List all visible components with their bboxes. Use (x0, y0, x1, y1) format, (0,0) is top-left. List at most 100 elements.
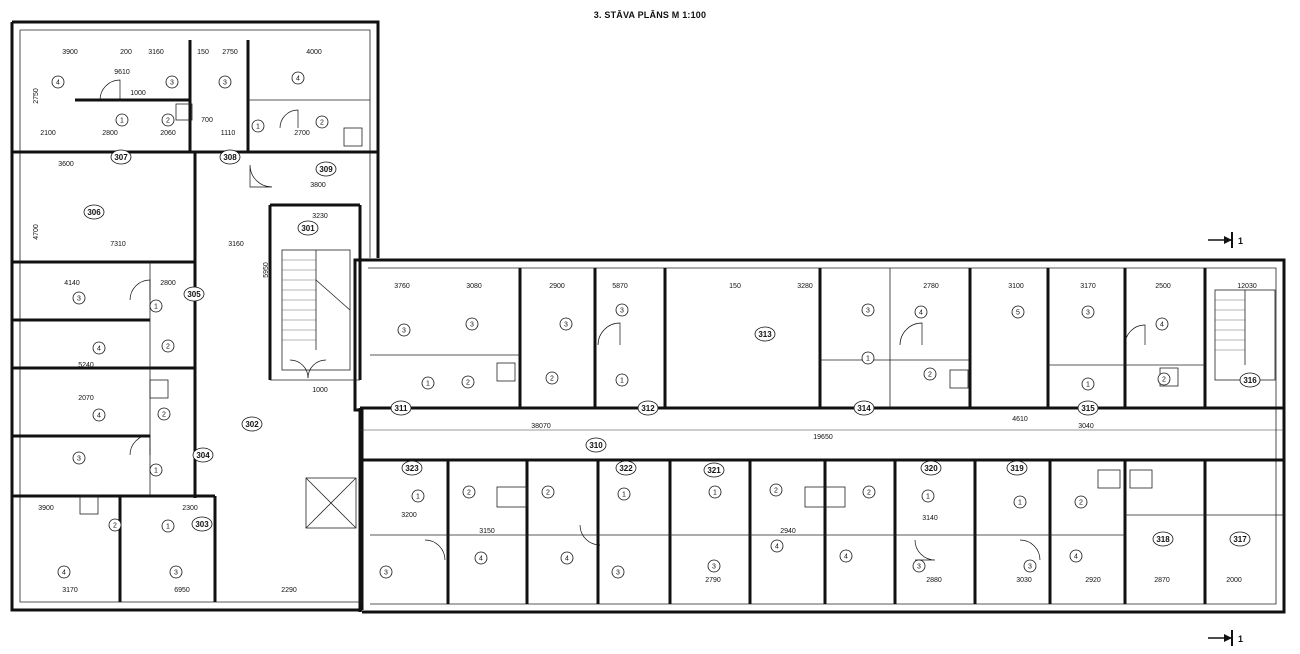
space-label: 1 (861, 351, 875, 365)
space-bubble (251, 119, 265, 133)
space-number: 2 (467, 490, 471, 497)
dimension-label: 2940 (780, 528, 796, 535)
space-label: 3 (72, 451, 86, 465)
space-bubble (560, 551, 574, 565)
space-bubble (611, 565, 625, 579)
space-label: 3 (72, 291, 86, 305)
room-number: 303 (195, 520, 209, 529)
space-number: 2 (928, 372, 932, 379)
dimension-label: 4000 (306, 49, 322, 56)
space-number: 1 (620, 378, 624, 385)
room-number: 318 (1156, 535, 1170, 544)
space-bubble (1081, 305, 1095, 319)
space-bubble (559, 317, 573, 331)
space-bubble (461, 375, 475, 389)
space-number: 3 (564, 322, 568, 329)
space-label: 4 (770, 539, 784, 553)
space-bubble (149, 299, 163, 313)
space-number: 2 (466, 380, 470, 387)
room-bubble (183, 286, 205, 302)
room-number: 302 (245, 420, 259, 429)
space-number: 4 (97, 413, 101, 420)
space-bubble (465, 317, 479, 331)
space-bubble (839, 549, 853, 563)
space-label: 3 (861, 303, 875, 317)
room-bubble (110, 149, 132, 165)
space-bubble (218, 75, 232, 89)
space-bubble (1155, 317, 1169, 331)
room-316: 316 (1239, 372, 1261, 388)
space-bubble (315, 115, 329, 129)
space-number: 3 (620, 308, 624, 315)
space-label: 3 (912, 559, 926, 573)
room-bubble (615, 460, 637, 476)
space-bubble (615, 303, 629, 317)
space-bubble (1157, 372, 1171, 386)
space-bubble (379, 565, 393, 579)
room-number: 313 (758, 330, 772, 339)
room-313: 313 (754, 326, 776, 342)
space-number: 1 (1086, 382, 1090, 389)
space-bubble (1069, 549, 1083, 563)
space-bubble (462, 485, 476, 499)
space-number: 2 (550, 376, 554, 383)
space-bubble (914, 305, 928, 319)
dimension-label: 5240 (78, 362, 94, 369)
space-bubble (115, 113, 129, 127)
space-bubble (165, 75, 179, 89)
space-label: 3 (397, 323, 411, 337)
dimension-label: 2750 (222, 49, 238, 56)
room-number: 304 (196, 451, 210, 460)
room-bubble (1152, 531, 1174, 547)
room-number: 317 (1233, 535, 1247, 544)
space-bubble (912, 559, 926, 573)
space-number: 3 (470, 322, 474, 329)
room-number: 310 (589, 441, 603, 450)
dimension-label: 6950 (174, 587, 190, 594)
space-label: 1 (1081, 377, 1095, 391)
space-label: 3 (465, 317, 479, 331)
room-306: 306 (83, 204, 105, 220)
space-number: 3 (1086, 310, 1090, 317)
space-number: 3 (170, 80, 174, 87)
dimension-label: 1110 (221, 130, 236, 137)
space-bubble (161, 519, 175, 533)
dimension-label: 3900 (62, 49, 78, 56)
space-label: 4 (291, 71, 305, 85)
space-label: 4 (474, 551, 488, 565)
room-number: 315 (1081, 404, 1095, 413)
space-number: 3 (402, 328, 406, 335)
space-label: 3 (611, 565, 625, 579)
dimension-label: 1000 (312, 387, 328, 394)
space-label: 2 (545, 371, 559, 385)
room-bubble (390, 400, 412, 416)
space-number: 1 (416, 494, 420, 501)
room-321: 321 (703, 462, 725, 478)
space-number: 2 (162, 412, 166, 419)
space-label: 4 (1069, 549, 1083, 563)
space-label: 2 (161, 113, 175, 127)
dimension-label: 3160 (228, 241, 244, 248)
room-bubble (1229, 531, 1251, 547)
room-number: 320 (924, 464, 938, 473)
space-label: 2 (862, 485, 876, 499)
space-label: 1 (421, 376, 435, 390)
space-label: 2 (923, 367, 937, 381)
plan-title: 3. STĀVA PLĀNS M 1:100 (593, 10, 707, 20)
section-marker-bottom: 1 (1208, 630, 1243, 646)
dimension-label: 2780 (923, 283, 939, 290)
space-bubble (1011, 305, 1025, 319)
space-number: 1 (426, 381, 430, 388)
dimension-label: 5870 (612, 283, 628, 290)
space-number: 1 (622, 492, 626, 499)
space-label: 2 (315, 115, 329, 129)
room-308: 308 (219, 149, 241, 165)
space-label: 1 (615, 373, 629, 387)
space-bubble (421, 376, 435, 390)
room-number: 321 (707, 466, 721, 475)
space-bubble (161, 339, 175, 353)
room-302: 302 (241, 416, 263, 432)
dimension-label: 3200 (401, 512, 417, 519)
